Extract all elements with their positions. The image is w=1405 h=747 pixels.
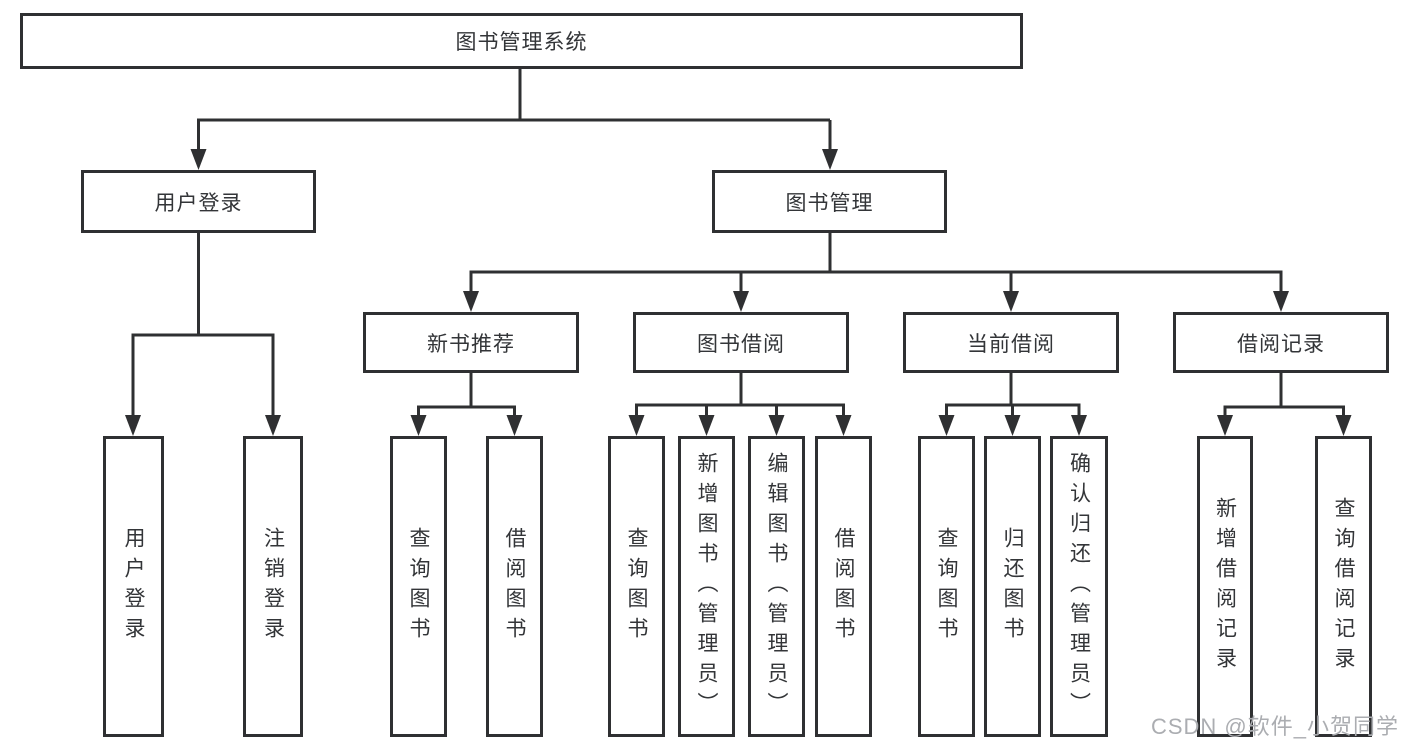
leaf-records-query-record: 查询借阅记录 <box>1315 436 1372 737</box>
node-label: 新增借阅记录 <box>1213 496 1237 677</box>
arrowheads <box>125 149 1352 436</box>
leaf-borrow-add-books-admin: 新增图书（管理员） <box>678 436 735 737</box>
node-label: 查询借阅记录 <box>1332 496 1355 677</box>
node-label: 确认归还（管理员） <box>1067 451 1091 722</box>
node-label: 查询图书 <box>935 526 958 647</box>
node-label: 借阅图书 <box>503 526 526 647</box>
node-label: 用户登录 <box>154 191 243 215</box>
node-new-book-recommend: 新书推荐 <box>363 312 579 373</box>
node-label: 用户登录 <box>122 526 145 647</box>
node-label: 图书管理系统 <box>455 31 588 54</box>
node-label: 编辑图书（管理员） <box>765 451 788 722</box>
node-label: 借阅记录 <box>1237 332 1325 356</box>
node-label: 注销登录 <box>261 526 285 647</box>
leaf-records-add-record: 新增借阅记录 <box>1197 436 1253 737</box>
node-label: 新增图书（管理员） <box>695 451 718 722</box>
node-label: 借阅图书 <box>832 526 855 647</box>
leaf-borrow-edit-books-admin: 编辑图书（管理员） <box>748 436 805 737</box>
node-library-management-system: 图书管理系统 <box>20 13 1023 69</box>
node-label: 查询图书 <box>625 526 648 647</box>
leaf-current-confirm-return-admin: 确认归还（管理员） <box>1050 436 1108 737</box>
node-user-login: 用户登录 <box>81 170 316 233</box>
leaf-recommend-query-books: 查询图书 <box>390 436 447 737</box>
leaf-logout: 注销登录 <box>243 436 303 737</box>
leaf-user-login: 用户登录 <box>103 436 164 737</box>
node-book-borrow: 图书借阅 <box>633 312 849 373</box>
node-borrow-records: 借阅记录 <box>1173 312 1389 373</box>
leaf-borrow-query-books: 查询图书 <box>608 436 665 737</box>
node-label: 图书管理 <box>785 191 874 215</box>
leaf-current-return-books: 归还图书 <box>984 436 1041 737</box>
node-label: 当前借阅 <box>967 332 1055 356</box>
node-current-borrow: 当前借阅 <box>903 312 1119 373</box>
leaf-current-query-books: 查询图书 <box>918 436 975 737</box>
leaf-recommend-borrow-books: 借阅图书 <box>486 436 543 737</box>
watermark: CSDN @软件_小贺同学 <box>1150 714 1399 739</box>
node-label: 归还图书 <box>1001 526 1024 647</box>
node-label: 图书借阅 <box>697 332 785 356</box>
node-label: 查询图书 <box>407 526 430 647</box>
leaf-borrow-borrow-books: 借阅图书 <box>815 436 872 737</box>
node-book-management: 图书管理 <box>712 170 947 233</box>
node-label: 新书推荐 <box>427 332 515 356</box>
